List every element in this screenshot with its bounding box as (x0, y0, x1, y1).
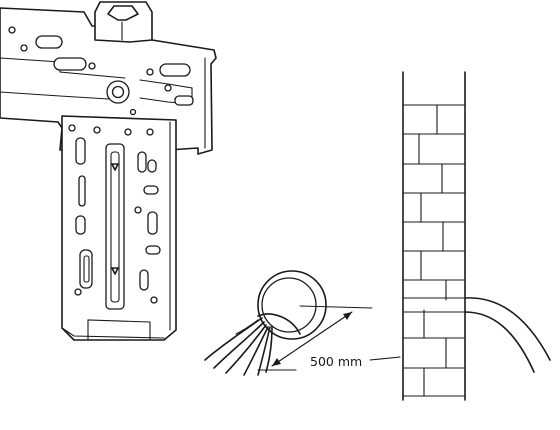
wall-pipe (402, 297, 551, 373)
dimension-marker: 500 mm (257, 305, 401, 371)
mounting-plate (0, 1, 217, 156)
pipe-bundle (204, 313, 301, 376)
mounting-panel (61, 115, 177, 341)
wall-sleeve-with-pipes: 500 mm (204, 270, 401, 376)
brick-courses (402, 104, 466, 397)
brick-wall (402, 71, 551, 401)
dimension-label: 500 mm (310, 354, 362, 369)
